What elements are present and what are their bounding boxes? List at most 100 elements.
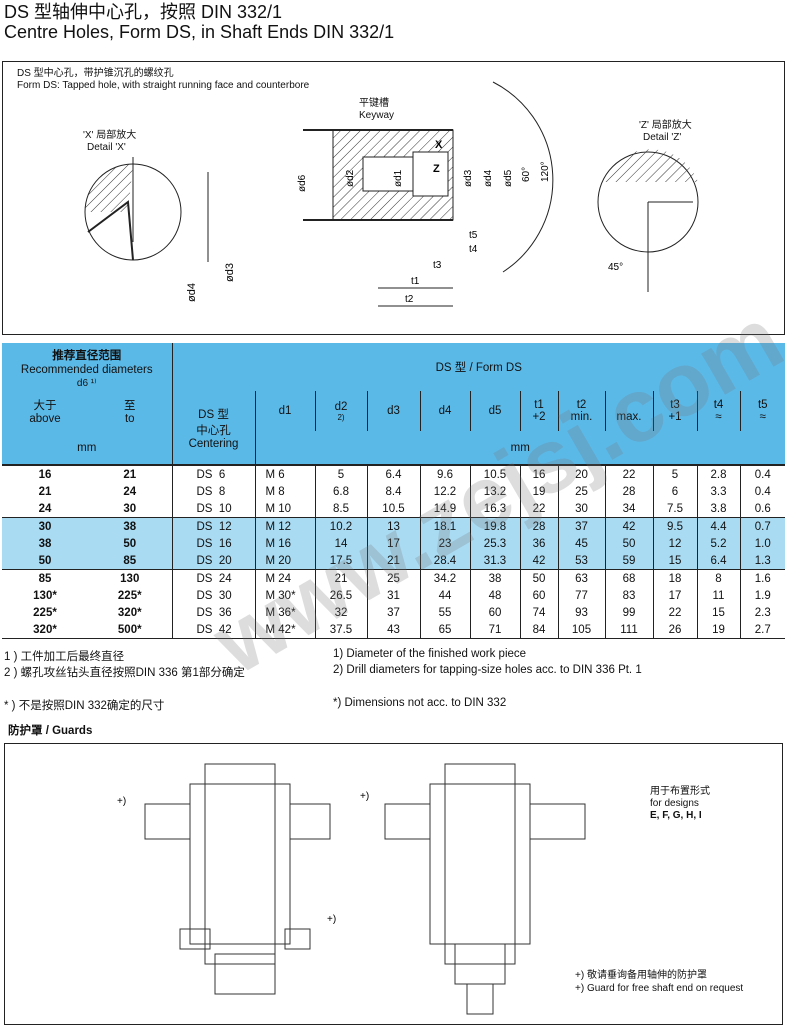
table-cell: 31.3 (469, 552, 520, 570)
table-cell: 10.5 (366, 500, 420, 518)
diagram-panel: DS 型中心孔，带护锥沉孔的螺纹孔 Form DS: Tapped hole, … (2, 61, 785, 335)
table-cell: 37 (366, 604, 420, 621)
table-cell: 25 (366, 569, 420, 587)
table-cell: 65 (419, 621, 470, 639)
table-cell: 25.3 (469, 535, 520, 552)
table-cell: 7.5 (652, 500, 697, 518)
table-cell: M 24 (255, 569, 315, 587)
table-cell: 15 (696, 604, 740, 621)
svg-text:60°: 60° (521, 167, 532, 182)
table-cell: 59 (604, 552, 653, 570)
table-cell: 26 (652, 621, 697, 639)
t5-header: t5≈ (739, 391, 785, 431)
table-cell: M 36* (265, 606, 296, 619)
table-cell: DS 30 (172, 587, 256, 604)
table-cell: 18.1 (419, 517, 470, 535)
caption-cn: DS 型中心孔，带护锥沉孔的螺纹孔 (17, 68, 174, 79)
table-cell: 60 (469, 604, 520, 621)
table-cell: 28 (604, 483, 653, 500)
table-cell: 38 (88, 517, 173, 535)
table-cell: 38 (2, 535, 88, 552)
table-cell: 0.7 (739, 517, 785, 535)
table-cell: 10.5 (469, 465, 520, 483)
table-cell: 130* (33, 589, 57, 602)
svg-text:+): +) (117, 796, 126, 807)
table-cell: 5 (652, 465, 697, 483)
table-cell: 34.2 (419, 569, 470, 587)
table-cell: 83 (604, 587, 653, 604)
table-cell: DS 16 (172, 535, 256, 552)
table-cell: 22 (519, 500, 558, 518)
svg-text:ød3: ød3 (224, 263, 236, 282)
note-2-en: 2) Drill diameters for tapping-size hole… (333, 664, 642, 676)
svg-text:ød4: ød4 (186, 283, 198, 302)
table-cell: 60 (519, 587, 558, 604)
guard-footnote-cn: +) 敬请垂询备用轴伸的防护罩 (575, 970, 707, 981)
table-cell: 44 (419, 587, 470, 604)
table-cell: M 12 (255, 517, 315, 535)
detail-x-cn: 'X' 局部放大 (83, 130, 137, 141)
svg-text:X: X (435, 139, 443, 151)
table-cell: 14 (314, 535, 367, 552)
detail-z-cn: 'Z' 局部放大 (639, 120, 692, 131)
table-cell: 500* (88, 621, 173, 639)
table-cell: 68 (604, 569, 653, 587)
title-cn: DS 型轴伸中心孔，按照 DIN 332/1 (4, 2, 283, 22)
table-cell: 6.4 (696, 552, 740, 570)
svg-text:t2: t2 (405, 294, 414, 305)
t2-max-header: max. (604, 391, 653, 431)
designs-list: E, F, G, H, I (650, 810, 702, 821)
d1-header: d1 (278, 405, 292, 417)
table-cell: 42 (519, 552, 558, 570)
table-cell: 9.5 (652, 517, 697, 535)
table-cell: 15 (652, 552, 697, 570)
table-cell: 17 (366, 535, 420, 552)
table-cell: 18 (652, 569, 697, 587)
table-cell: 26.5 (314, 587, 367, 604)
svg-text:t4: t4 (469, 244, 478, 255)
table-cell: M 30* (265, 589, 296, 602)
table-cell: 22 (604, 465, 653, 483)
note-2-cn: 2 ) 螺孔攻丝钻头直径按照DIN 336 第1部分确定 (4, 667, 245, 679)
table-cell: 8 (696, 569, 740, 587)
table-cell: 4.4 (696, 517, 740, 535)
table-cell: 37.5 (314, 621, 367, 639)
svg-text:+): +) (327, 914, 336, 925)
table-cell: 84 (519, 621, 558, 639)
table-cell: 130 (88, 569, 173, 587)
table-cell: 1.0 (739, 535, 785, 552)
detail-z-en: Detail 'Z' (643, 132, 682, 143)
table-cell: 5.2 (696, 535, 740, 552)
table-cell: 105 (557, 621, 605, 639)
table-cell: M 8 (265, 485, 285, 498)
table-cell: 17.5 (314, 552, 367, 570)
note-star-cn: * ) 不是按照DIN 332确定的尺寸 (4, 700, 165, 712)
table-cell: 32 (314, 604, 367, 621)
table-cell: 225* (88, 587, 173, 604)
table-cell: 12.2 (419, 483, 470, 500)
detail-x-en: Detail 'X' (87, 142, 126, 153)
guards-panel: +) +) +) 用于布置形式 for designs E, F, G, H, … (4, 743, 783, 1025)
table-cell: 19.8 (469, 517, 520, 535)
t4-header: t4≈ (696, 391, 740, 431)
table-cell: M 42* (265, 623, 296, 636)
svg-text:+): +) (360, 791, 369, 802)
table-cell: 11 (696, 587, 740, 604)
table-cell: 25 (557, 483, 605, 500)
note-star-en: *) Dimensions not acc. to DIN 332 (333, 697, 507, 709)
table-cell: 12 (652, 535, 697, 552)
table-cell: 42 (604, 517, 653, 535)
d5-header: d5 (469, 391, 520, 431)
table-cell: 1.6 (739, 569, 785, 587)
designs-en: for designs (650, 798, 699, 809)
